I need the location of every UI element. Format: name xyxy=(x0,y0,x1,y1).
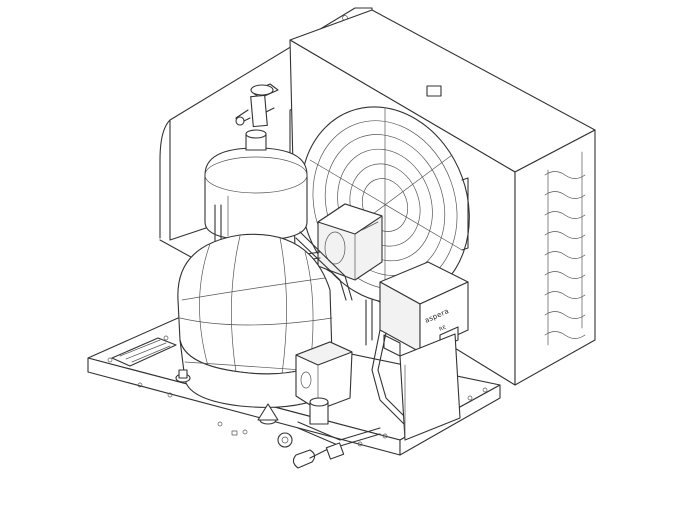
housing-label-plate xyxy=(426,85,442,97)
nameplate xyxy=(111,337,177,367)
fan-bracket xyxy=(365,299,461,441)
fan-box-mark: RE xyxy=(438,324,447,332)
liquid-receiver xyxy=(204,129,308,241)
condenser-coil xyxy=(544,151,586,346)
fan-terminal-box: aspera RE xyxy=(379,261,469,357)
fan-motor xyxy=(317,203,383,281)
compressor-terminal-box xyxy=(295,341,353,411)
service-valves xyxy=(277,397,345,469)
receiver-valve xyxy=(235,83,279,128)
